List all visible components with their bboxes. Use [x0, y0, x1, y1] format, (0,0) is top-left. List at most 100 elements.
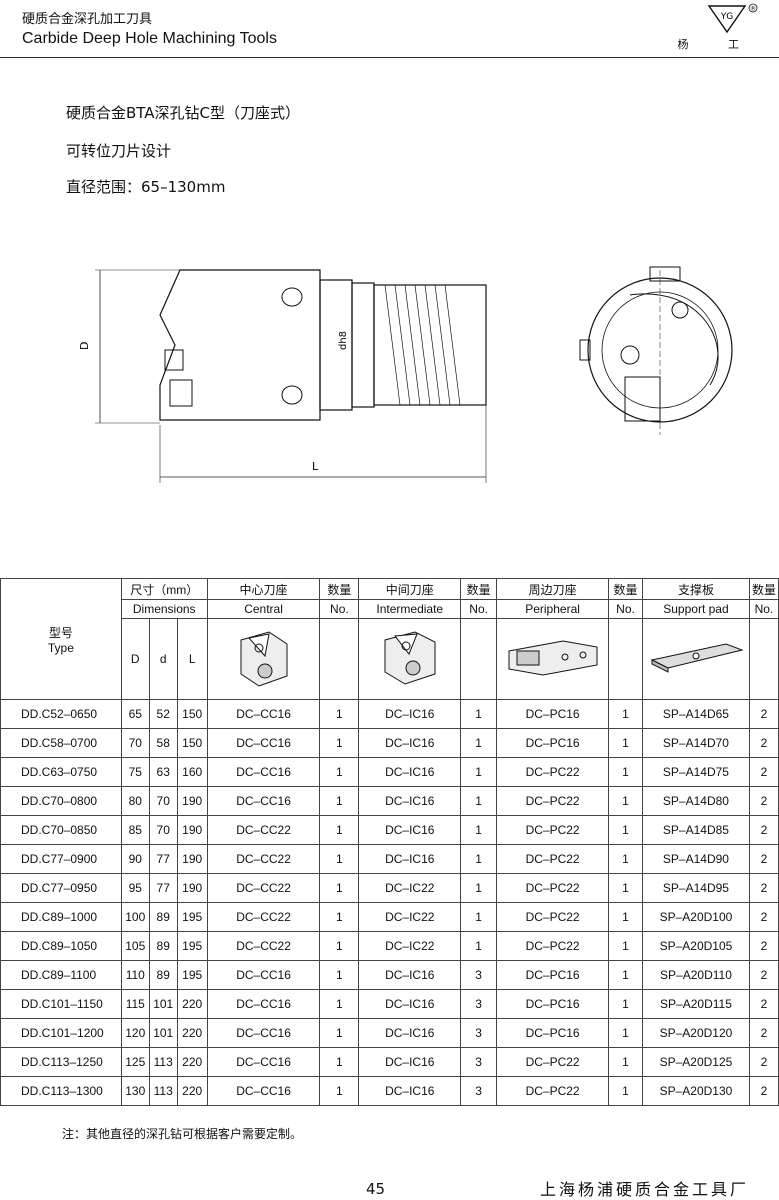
feature-range: 直径范围：65–130mm [66, 178, 226, 196]
table-cell: DD.C89–1100 [0, 960, 122, 990]
table-cell: DC–CC22 [206, 902, 321, 932]
support-pad-icon [650, 642, 744, 673]
table-cell: 1 [319, 931, 360, 961]
inter-seat-image [358, 618, 462, 700]
table-cell: 1 [608, 902, 643, 932]
table-cell: DC–PC16 [496, 1018, 610, 1048]
table-cell: DC–IC16 [358, 1018, 462, 1048]
table-cell: DC–CC16 [206, 989, 321, 1019]
table-cell: 2 [748, 1047, 779, 1077]
table-cell: SP–A14D75 [641, 757, 750, 787]
table-cell: 1 [319, 757, 360, 787]
table-cell: 70 [148, 815, 178, 845]
table-cell: DD.C113–1300 [0, 1076, 122, 1106]
table-cell: DC–PC22 [496, 1076, 610, 1106]
table-cell: 101 [148, 1018, 178, 1048]
table-cell: 2 [748, 873, 779, 903]
table-cell: 2 [748, 786, 779, 816]
table-cell: 1 [608, 931, 643, 961]
table-cell: 89 [148, 931, 178, 961]
table-cell: DC–PC16 [496, 728, 610, 758]
table-cell: 1 [460, 931, 498, 961]
col-d: d [148, 618, 178, 700]
table-cell: DC–IC16 [358, 1047, 462, 1077]
table-cell: DC–PC22 [496, 873, 610, 903]
table-cell: DC–IC16 [358, 786, 462, 816]
table-cell: 89 [148, 902, 178, 932]
inter-header-en: Intermediate [358, 599, 462, 619]
table-cell: 1 [319, 960, 360, 990]
table-cell: 130 [120, 1076, 150, 1106]
inter-header-cn: 中间刀座 [358, 578, 462, 600]
table-cell: DD.C77–0950 [0, 873, 122, 903]
table-cell: DD.C113–1250 [0, 1047, 122, 1077]
table-cell: 190 [176, 786, 208, 816]
table-cell: SP–A14D90 [641, 844, 750, 874]
table-cell: SP–A14D80 [641, 786, 750, 816]
table-cell: 150 [176, 699, 208, 729]
peri-seat-icon [508, 639, 598, 676]
table-cell: DC–CC16 [206, 728, 321, 758]
table-cell: DC–IC16 [358, 815, 462, 845]
table-cell: 220 [176, 1018, 208, 1048]
table-cell: 1 [608, 786, 643, 816]
table-cell: DC–PC16 [496, 960, 610, 990]
table-cell: 1 [319, 1047, 360, 1077]
table-cell: 1 [319, 1018, 360, 1048]
table-cell: 1 [319, 902, 360, 932]
table-cell: 195 [176, 902, 208, 932]
table-cell: 1 [608, 989, 643, 1019]
table-cell: 1 [460, 815, 498, 845]
table-cell: 77 [148, 873, 178, 903]
table-cell: DD.C70–0800 [0, 786, 122, 816]
table-cell: DC–CC22 [206, 931, 321, 961]
table-cell: 77 [148, 844, 178, 874]
table-cell: 220 [176, 989, 208, 1019]
table-cell: 3 [460, 1047, 498, 1077]
col-L: L [176, 618, 208, 700]
table-cell: 1 [460, 902, 498, 932]
table-cell: 70 [120, 728, 150, 758]
table-cell: SP–A14D95 [641, 873, 750, 903]
table-cell: DC–CC16 [206, 1047, 321, 1077]
table-cell: DC–IC16 [358, 757, 462, 787]
content-frame [0, 57, 779, 1108]
dims-header-en: Dimensions [120, 599, 208, 619]
table-cell: 65 [120, 699, 150, 729]
table-cell: DC–PC22 [496, 931, 610, 961]
table-cell: SP–A20D125 [641, 1047, 750, 1077]
maker-name: 上海杨浦硬质合金工具厂 [539, 1180, 749, 1199]
table-cell: 220 [176, 1047, 208, 1077]
table-cell: SP–A14D65 [641, 699, 750, 729]
qty-header-en: No. [608, 599, 643, 619]
table-cell: DC–PC22 [496, 757, 610, 787]
table-cell: 190 [176, 873, 208, 903]
table-cell: 1 [460, 728, 498, 758]
table-cell: 2 [748, 960, 779, 990]
table-cell: 89 [148, 960, 178, 990]
brand-name: 杨 工 [677, 38, 757, 51]
table-cell: 160 [176, 757, 208, 787]
table-cell: 1 [319, 786, 360, 816]
page-number: 45 [366, 1180, 386, 1198]
central-seat-icon [240, 630, 288, 687]
feature-design: 可转位刀片设计 [66, 142, 172, 160]
table-cell: DC–CC22 [206, 815, 321, 845]
table-cell: DD.C52–0650 [0, 699, 122, 729]
table-cell: DC–CC22 [206, 873, 321, 903]
table-cell: 1 [608, 873, 643, 903]
table-cell: 80 [120, 786, 150, 816]
table-cell: DC–IC16 [358, 960, 462, 990]
table-cell: 3 [460, 989, 498, 1019]
table-cell: SP–A20D105 [641, 931, 750, 961]
label-L: L [312, 460, 319, 473]
table-cell: SP–A14D85 [641, 815, 750, 845]
table-cell: 115 [120, 989, 150, 1019]
